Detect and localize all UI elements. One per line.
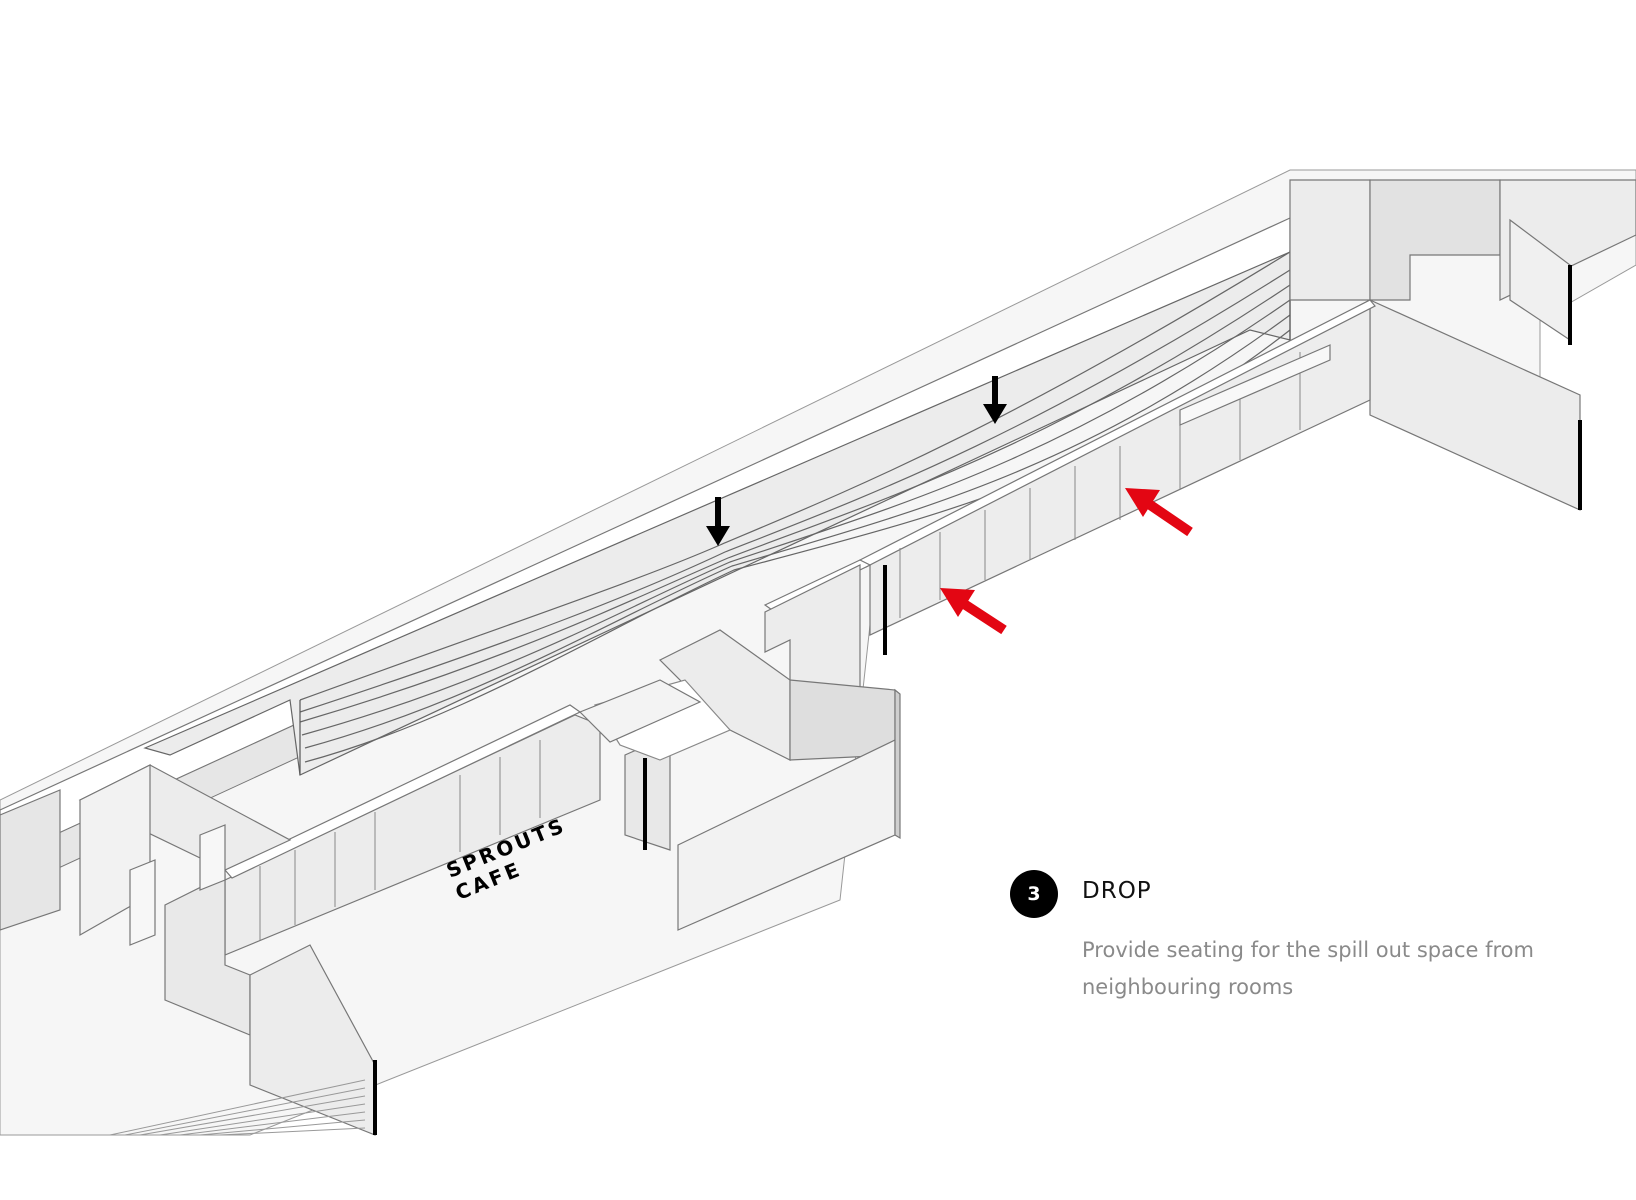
step-title: DROP bbox=[1082, 878, 1152, 904]
cafe-frontage bbox=[224, 679, 702, 956]
arrow-up-left-icon bbox=[940, 588, 1007, 635]
step-number-badge: 3 bbox=[1010, 870, 1058, 918]
arrow-down-icon bbox=[706, 497, 730, 546]
step-description: Provide seating for the spill out space … bbox=[1082, 938, 1534, 999]
arrow-down-icon bbox=[983, 376, 1007, 424]
front-room-row bbox=[859, 299, 1376, 655]
upper-right-rooms bbox=[1289, 179, 1636, 511]
left-entry-stairs bbox=[0, 764, 377, 1136]
arrow-up-left-icon bbox=[1125, 488, 1193, 537]
central-enclosure bbox=[594, 559, 901, 931]
